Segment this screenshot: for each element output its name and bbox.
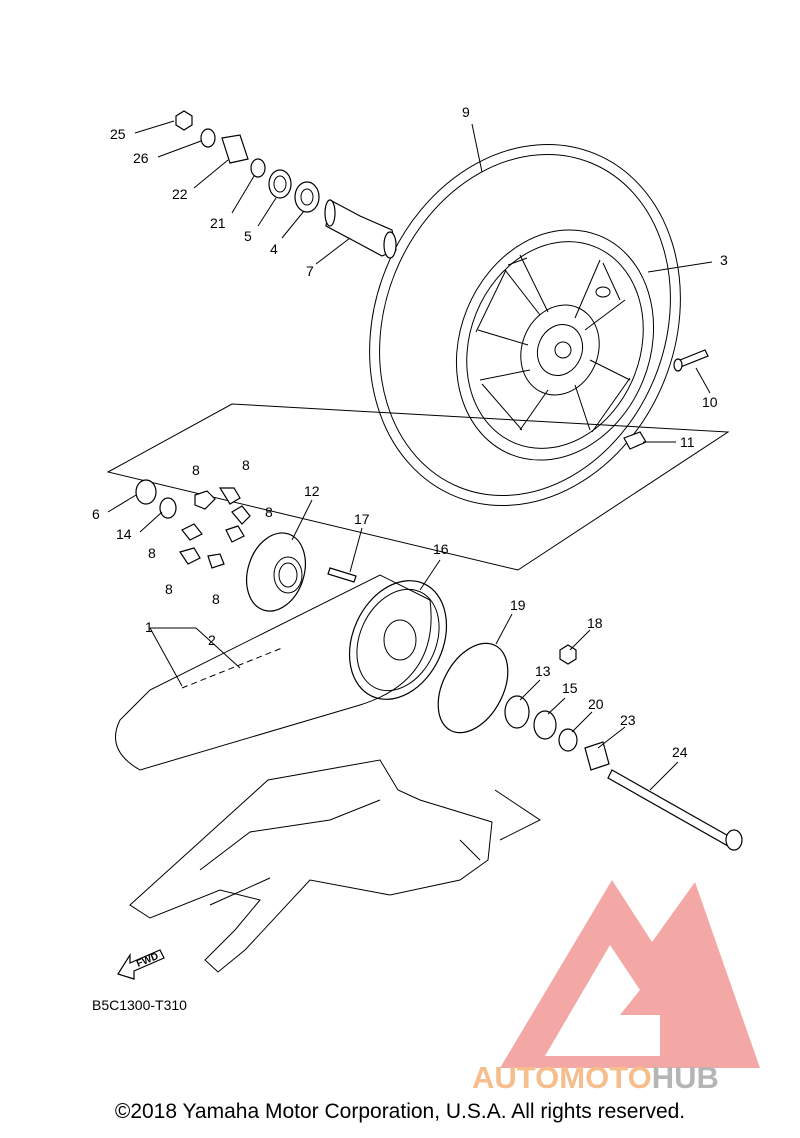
label-25: 25 [110,126,126,142]
label-3: 3 [720,252,728,268]
fwd-label: FWD [135,951,160,970]
label-8a: 8 [192,462,200,478]
label-19: 19 [510,597,526,613]
label-4: 4 [270,241,278,257]
balance-weight [623,431,647,450]
hub-group-bracket [106,403,730,571]
label-13: 13 [535,663,551,679]
label-10: 10 [702,394,718,410]
label-8e: 8 [165,581,173,597]
automotohub-watermark: AUTOMOTOHUB [472,880,760,1095]
label-5: 5 [244,228,252,244]
brand-text-automoto: AUTOMOTO [472,1060,652,1095]
copyright-notice: ©2018 Yamaha Motor Corporation, U.S.A. A… [114,1100,686,1123]
bearing-13 [504,695,530,729]
leader-lines [107,120,713,791]
adjuster-plate [584,741,610,771]
valve-stem [673,349,709,372]
stud-bolt [327,567,357,583]
label-18: 18 [587,615,603,631]
label-9: 9 [462,104,470,120]
sprocket-hub [246,532,306,612]
label-12: 12 [304,483,320,499]
clutch-damper-set [179,487,251,569]
svg-text:AUTOMOTOHUB: AUTOMOTOHUB [472,1060,719,1095]
label-6: 6 [92,506,100,522]
label-1: 1 [145,619,153,635]
label-8f: 8 [212,591,220,607]
label-21: 21 [210,215,226,231]
forward-direction-arrow: FWD [117,949,165,980]
rear-axle [607,769,743,851]
label-2: 2 [208,632,216,648]
label-16: 16 [433,541,449,557]
drive-chain [115,574,432,771]
swing-arm [129,759,493,973]
label-8c: 8 [265,504,273,520]
rear-sprocket [348,580,448,700]
collar-14 [159,497,177,519]
label-8b: 8 [242,457,250,473]
rear-wheel [369,144,681,506]
brand-text-hub: HUB [652,1060,719,1095]
bearing-6 [135,479,157,505]
diagram-code: B5C1300-T310 [92,997,187,1013]
label-20: 20 [588,696,604,712]
label-7: 7 [306,263,314,279]
label-24: 24 [672,744,688,760]
collar-20 [558,728,578,752]
label-26: 26 [133,150,149,166]
label-23: 23 [620,712,636,728]
label-14: 14 [116,526,132,542]
label-17: 17 [354,511,370,527]
automotohub-logo-icon [500,880,760,1068]
axle-collar-group [175,110,397,259]
seal-15 [533,710,557,740]
label-15: 15 [562,680,578,696]
part-labels: 25 26 22 21 5 4 7 9 3 10 11 6 14 8 8 8 8… [92,104,728,760]
label-22: 22 [172,186,188,202]
nut-18 [559,644,577,665]
label-11: 11 [680,434,695,450]
label-8d: 8 [148,545,156,561]
sprocket-cover [437,642,509,734]
